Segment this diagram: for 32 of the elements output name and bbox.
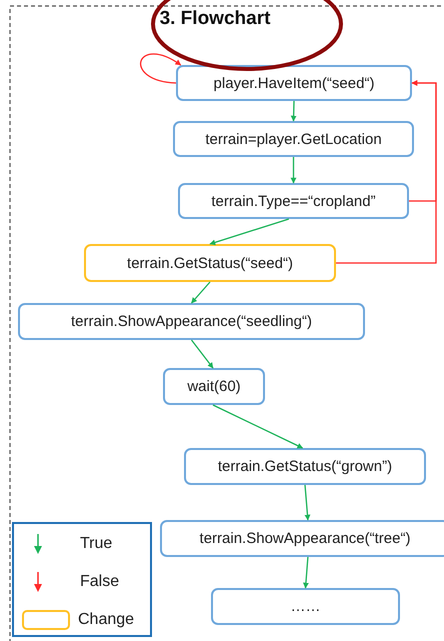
process-box: [163, 368, 265, 405]
node-text: wait(60): [187, 378, 241, 395]
node-text: terrain=player.GetLocation: [205, 130, 382, 148]
node-text: ……: [290, 598, 320, 615]
node-text: terrain.ShowAppearance(“tree“): [200, 530, 410, 547]
arrow: [304, 484, 310, 521]
process-box: [178, 183, 409, 219]
node-text: terrain.ShowAppearance(“seedling“): [71, 313, 312, 330]
process-box: [184, 448, 426, 485]
arrow: [209, 218, 290, 246]
highlighted-process-box: [84, 244, 336, 282]
arrow: [140, 53, 182, 84]
arrow: [212, 404, 304, 449]
legend-label: False: [80, 573, 120, 591]
process-box: [211, 588, 400, 625]
process-box: [18, 303, 365, 340]
diagram-title: 3. Flowchart: [158, 8, 272, 30]
arrow: [290, 157, 296, 184]
legend-label: True: [80, 535, 112, 553]
process-box: [173, 121, 414, 157]
node-text: terrain.GetStatus(“grown”): [218, 458, 392, 475]
node-text: player.HaveItem(“seed“): [214, 74, 374, 92]
node-text: terrain.GetStatus(“seed“): [127, 254, 293, 272]
arrow: [190, 340, 214, 368]
arrow: [303, 556, 309, 589]
node-text: terrain.Type==“cropland”: [211, 192, 376, 210]
process-box: [160, 520, 444, 557]
process-box: [176, 65, 412, 101]
arrow: [191, 282, 210, 304]
legend-label: Change: [78, 611, 134, 629]
arrow: [336, 80, 437, 264]
arrow: [290, 100, 297, 122]
